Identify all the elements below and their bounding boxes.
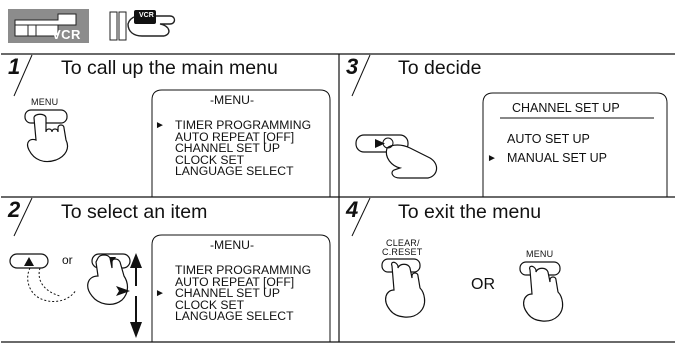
menu-screen-frame-3 — [482, 92, 668, 197]
remote-tag-label: VCR — [139, 12, 154, 19]
enter-button-graphic — [355, 134, 438, 179]
remote-hand-icon — [109, 10, 176, 41]
menu-button-graphic — [24, 109, 69, 163]
menu-item: CHANNEL SET UP — [175, 286, 280, 301]
selection-marker: ► — [487, 153, 497, 164]
menu-screen-frame-1 — [151, 89, 331, 197]
clear-button-label-line2: C.RESET — [382, 247, 423, 257]
step-number-slashes — [13, 54, 371, 237]
vcr-badge-label: VCR — [52, 27, 81, 42]
or-label-large: OR — [471, 276, 495, 293]
vcr-mode-badge — [8, 9, 89, 43]
step-number-2: 2 — [8, 197, 21, 222]
menu-screen-heading-2: -MENU- — [210, 238, 255, 252]
step-number-4: 4 — [346, 197, 359, 222]
menu-item: AUTO REPEAT [OFF] — [175, 274, 295, 289]
cursor-buttons-graphic — [9, 253, 142, 338]
menu-item: TIMER PROGRAMMING — [175, 263, 312, 277]
menu-button-label: MENU — [31, 97, 59, 107]
menu-item: TIMER PROGRAMMING — [175, 118, 312, 132]
menu-item: CLOCK SET — [175, 152, 245, 167]
selection-marker: ► — [155, 288, 165, 299]
step-number-1: 1 — [8, 54, 21, 79]
exit-menu-button-label: MENU — [526, 249, 554, 259]
menu-item: LANGUAGE SELECT — [175, 309, 294, 324]
step-title-4: To exit the menu — [398, 201, 542, 223]
menu-item: AUTO SET UP — [507, 132, 590, 146]
exit-menu-button-graphic — [519, 261, 564, 322]
step-title-1: To call up the main menu — [61, 57, 278, 79]
menu-item: CHANNEL SET UP — [175, 141, 280, 156]
step-number-3: 3 — [346, 54, 359, 79]
clear-button-label-line1: CLEAR/ — [386, 238, 420, 248]
clear-button-graphic — [381, 258, 426, 318]
menu-item: AUTO REPEAT [OFF] — [175, 129, 295, 144]
menu-screen-frame-2 — [151, 234, 331, 342]
step-grid — [1, 53, 675, 343]
channel-setup-heading: CHANNEL SET UP — [512, 101, 620, 115]
step-title-2: To select an item — [61, 201, 208, 223]
menu-item: MANUAL SET UP — [507, 151, 608, 165]
menu-item: CLOCK SET — [175, 297, 245, 312]
selection-marker: ► — [155, 120, 165, 131]
menu-item: LANGUAGE SELECT — [175, 164, 294, 179]
menu-screen-heading-1: -MENU- — [210, 93, 255, 107]
step-title-3: To decide — [398, 57, 482, 79]
or-label-small: or — [62, 253, 73, 267]
